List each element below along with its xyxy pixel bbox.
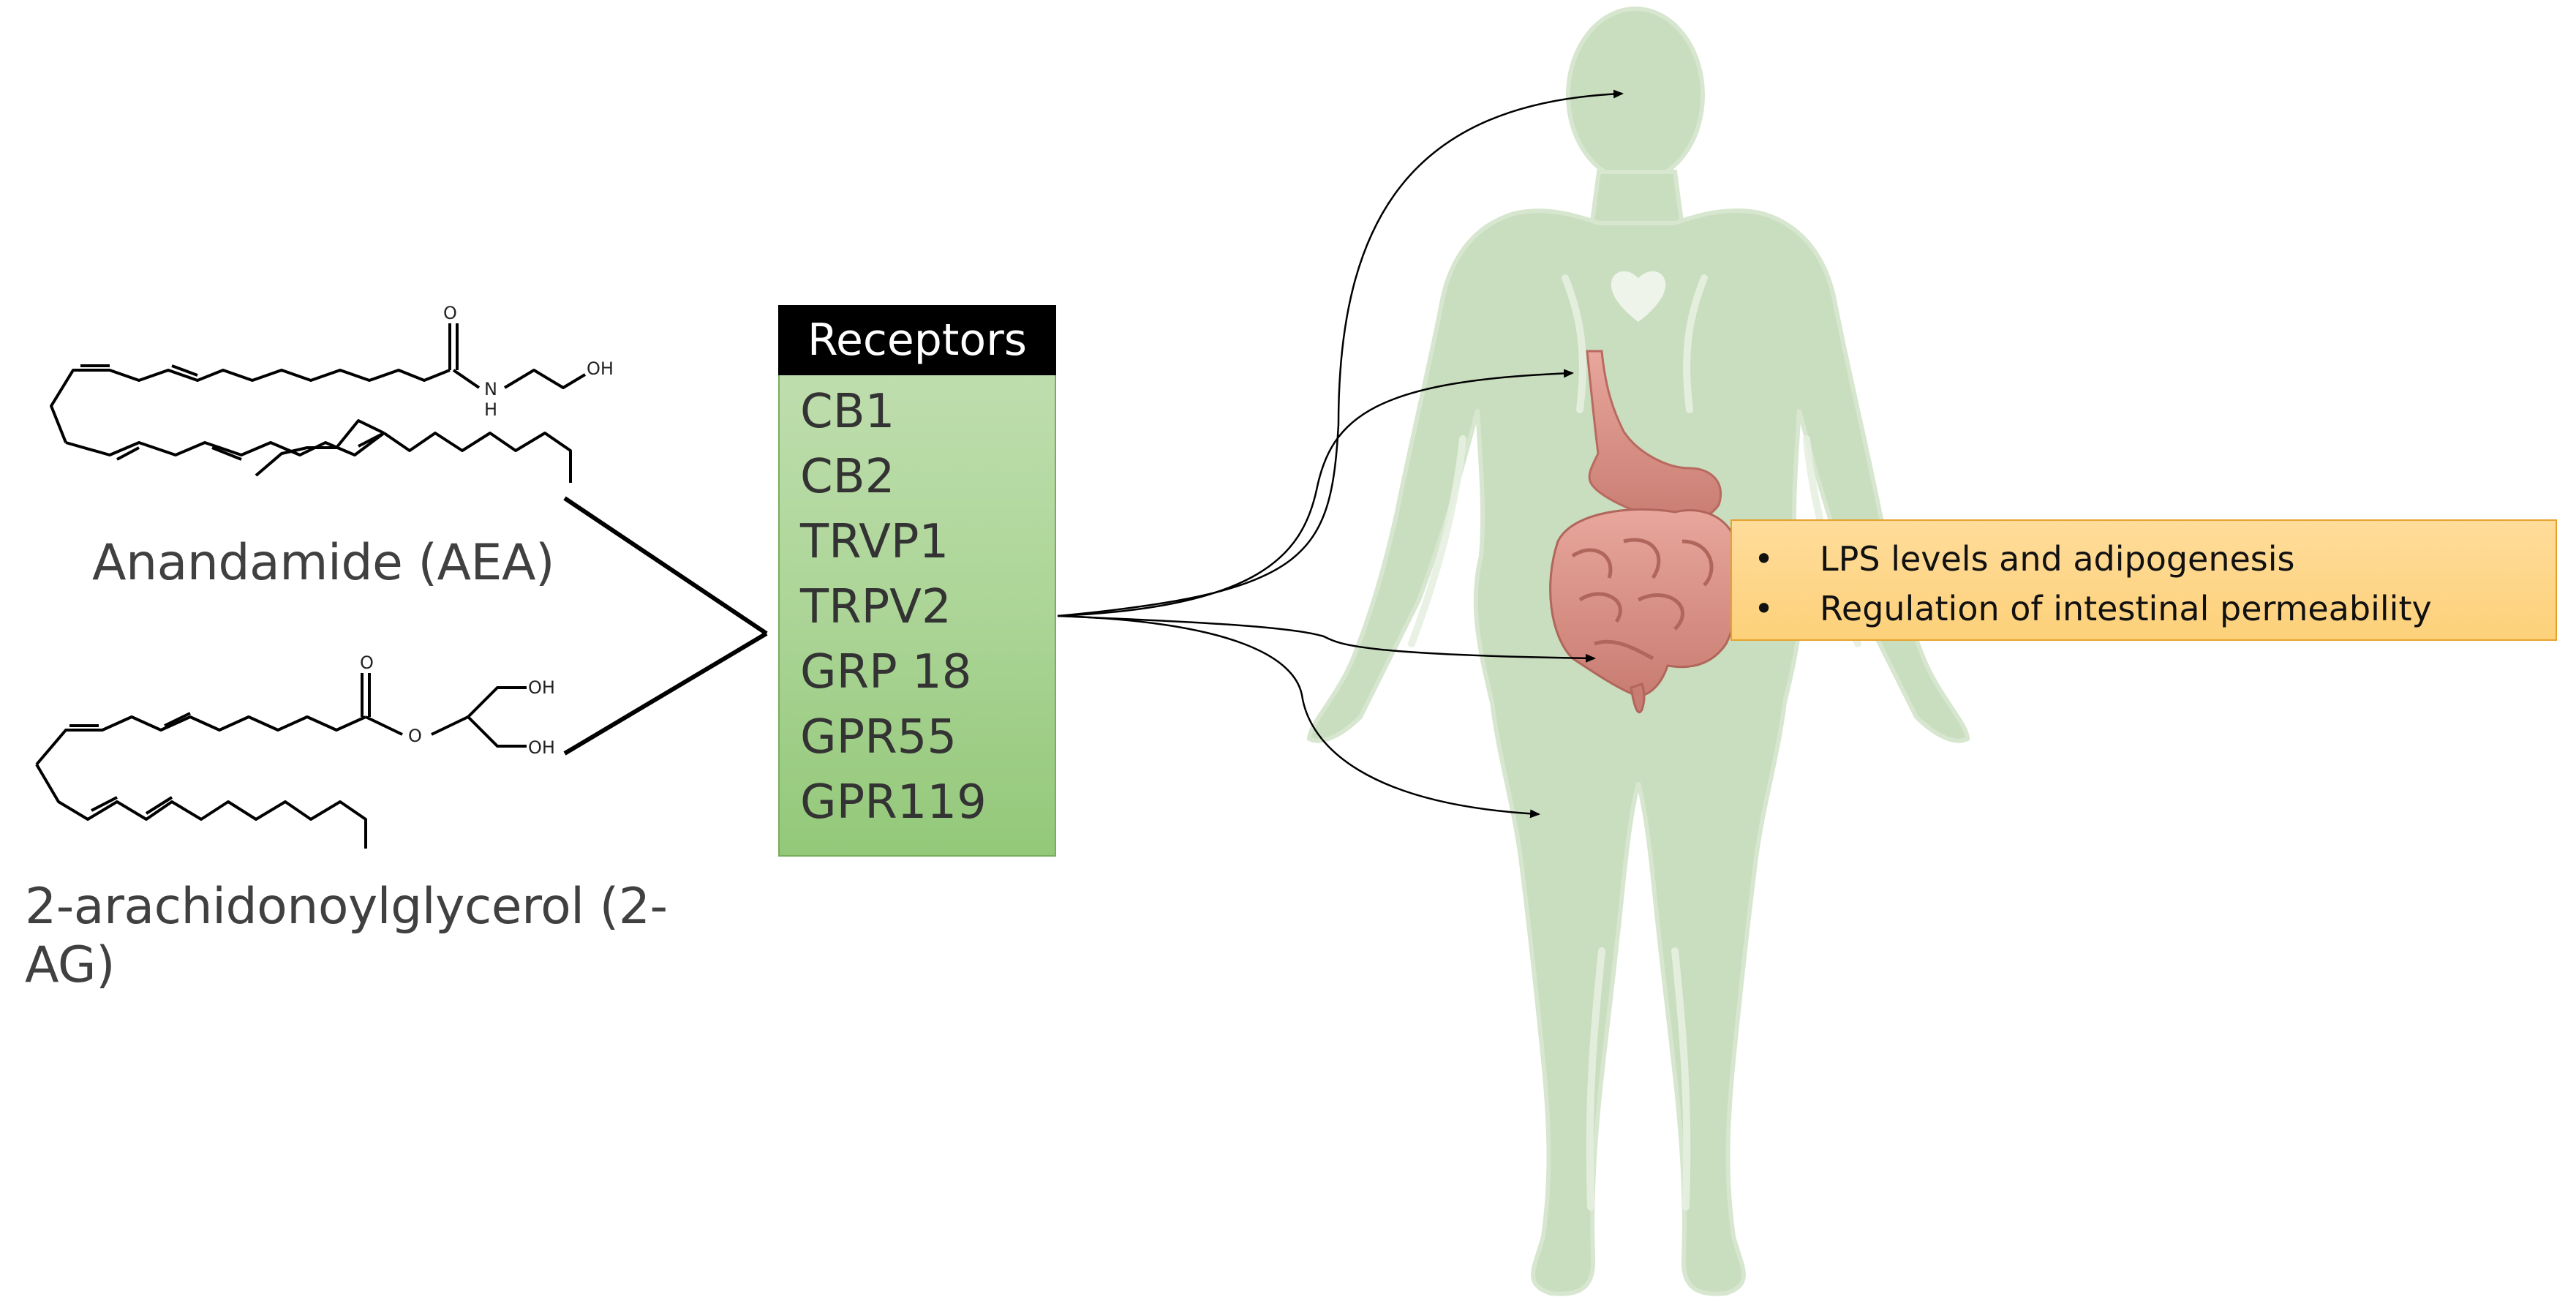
- receptor-item: GPR119: [800, 775, 987, 830]
- aea-hydroxyl: OH: [587, 358, 614, 379]
- effect-item: • LPS levels and adipogenesis: [1732, 534, 2556, 584]
- ag-hydroxyl-bottom: OH: [528, 737, 555, 758]
- receptor-item: TRVP1: [800, 515, 949, 569]
- receptor-item: GRP 18: [800, 645, 972, 699]
- receptor-item: CB2: [800, 450, 895, 504]
- intestines-icon: [1549, 508, 1741, 714]
- receptor-item: CB1: [800, 385, 895, 439]
- aea-carbonyl-o: O: [443, 303, 457, 323]
- anandamide-structure: O N H OH: [50, 303, 614, 483]
- gut-effects-box: • LPS levels and adipogenesis • Regulation…: [1730, 519, 2557, 641]
- heart-icon: [1611, 271, 1666, 322]
- human-body-silhouette: [1306, 7, 1970, 1296]
- anandamide-label: Anandamide (AEA): [92, 534, 555, 592]
- effect-text: Regulation of intestinal permeability: [1820, 589, 2432, 628]
- converging-lines: [563, 496, 768, 756]
- ag-hydroxyl-top: OH: [528, 677, 555, 698]
- receptor-list: CB1 CB2 TRVP1 TRPV2 GRP 18 GPR55 GPR119: [800, 380, 987, 835]
- aea-amide-n: N: [484, 379, 497, 399]
- receptors-box: Receptors CB1 CB2 TRVP1 TRPV2 GRP 18 GPR…: [778, 305, 1056, 857]
- receptors-title: Receptors: [778, 305, 1056, 375]
- target-arrows: [1057, 89, 1624, 819]
- effect-item: • Regulation of intestinal permeability: [1732, 584, 2556, 633]
- effects-list: • LPS levels and adipogenesis • Regulation…: [1732, 534, 2556, 633]
- effect-text: LPS levels and adipogenesis: [1820, 539, 2295, 579]
- ag-ester-o: O: [408, 726, 422, 746]
- two-ag-structure: O O OH OH: [35, 653, 555, 849]
- receptor-item: GPR55: [800, 710, 957, 764]
- ag-carbonyl-o: O: [360, 653, 374, 673]
- receptor-item: TRPV2: [800, 580, 952, 634]
- aea-amide-h: H: [484, 399, 497, 420]
- two-ag-label: 2-arachidonoylglycerol (2-AG): [25, 878, 668, 994]
- bullet-icon: •: [1754, 539, 1774, 579]
- bullet-icon: •: [1754, 589, 1774, 628]
